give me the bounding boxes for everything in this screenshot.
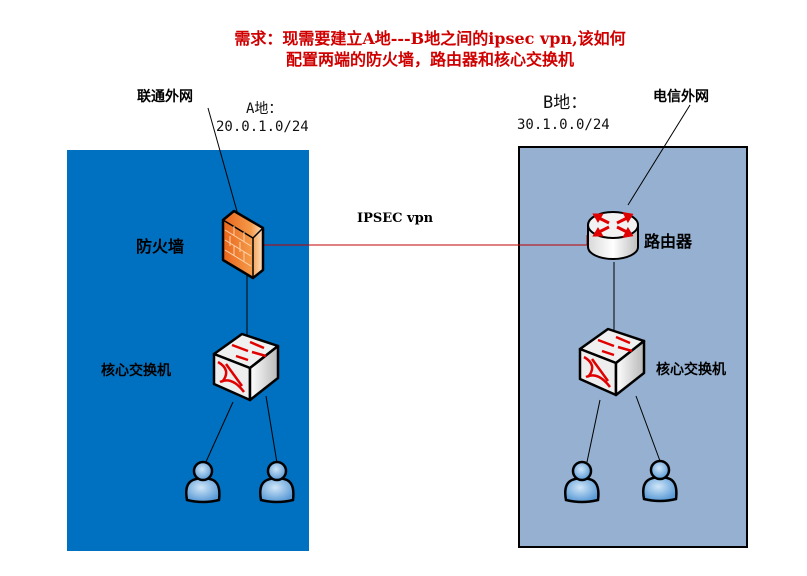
- user-icon[interactable]: [257, 460, 297, 504]
- user-icon[interactable]: [562, 460, 602, 504]
- switch-b-label: 核心交换机: [656, 362, 726, 378]
- vpn-link-label: IPSEC vpn: [357, 211, 434, 226]
- router-icon[interactable]: [585, 205, 641, 263]
- firewall-label: 防火墙: [136, 237, 185, 256]
- site-b-subnet: 30.1.0.0/24: [517, 117, 610, 133]
- router-label: 路由器: [644, 232, 693, 251]
- isp-b-line: [627, 104, 691, 206]
- switch-icon[interactable]: [212, 330, 282, 402]
- site-a-label: A地：: [246, 101, 283, 117]
- site-a-subnet: 20.0.1.0/24: [216, 119, 309, 135]
- isp-a-line: [207, 107, 241, 223]
- requirement-line-1: 需求：现需要建立A地---B地之间的ipsec vpn,该如何: [234, 29, 626, 48]
- switch-icon[interactable]: [578, 325, 648, 397]
- switch-a-label: 核心交换机: [101, 363, 171, 379]
- user-icon[interactable]: [183, 460, 223, 504]
- vpn-link-line: [262, 235, 588, 246]
- isp-a-label: 联通外网: [137, 89, 193, 105]
- firewall-icon[interactable]: [220, 208, 270, 280]
- isp-b-label: 电信外网: [653, 89, 709, 105]
- site-b-label: B地：: [543, 93, 588, 113]
- user-icon[interactable]: [640, 459, 680, 503]
- requirement-line-2: 配置两端的防火墙，路由器和核心交换机: [285, 50, 574, 69]
